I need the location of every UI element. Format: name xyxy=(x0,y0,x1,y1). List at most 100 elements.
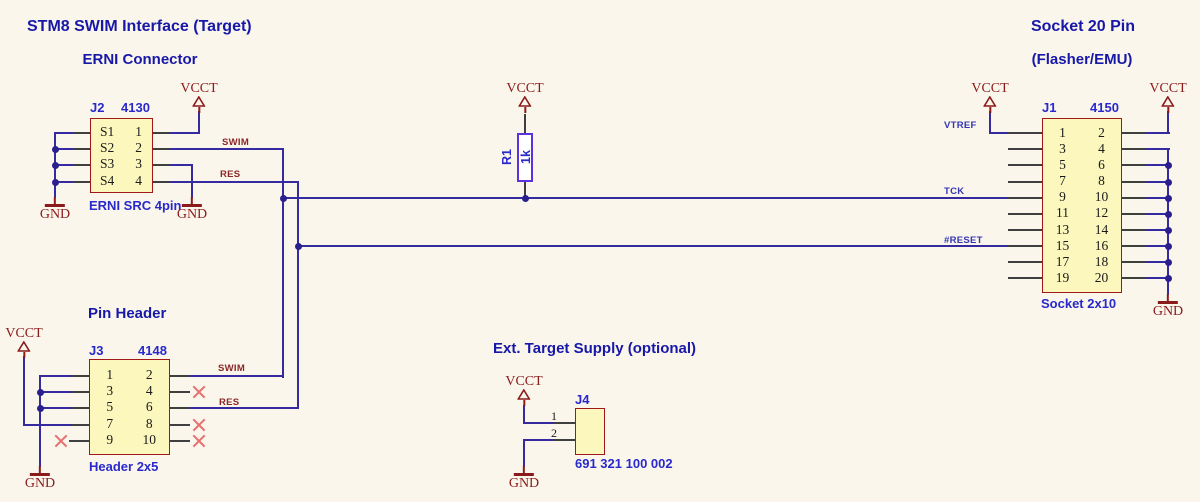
title-socket-line1: Socket 20 Pin xyxy=(1030,18,1136,35)
junction-dot xyxy=(1164,194,1172,202)
junction-dot xyxy=(36,388,44,396)
vcc-triangle-icon xyxy=(518,96,532,107)
pin-stub xyxy=(73,164,90,166)
pin-stub xyxy=(69,440,89,442)
pin-label: 13 xyxy=(1055,221,1070,237)
j3-footprint: Header 2x5 xyxy=(89,459,159,474)
pin-stub xyxy=(1122,181,1146,183)
wire-segment xyxy=(1146,132,1170,134)
wire-segment xyxy=(1167,111,1169,134)
vcc-triangle-icon xyxy=(1161,96,1175,107)
wire-segment xyxy=(524,422,553,424)
no-connect-icon xyxy=(192,385,206,399)
pin-label: S1 xyxy=(100,124,115,139)
wire-segment xyxy=(1146,164,1170,166)
vcc-triangle-icon xyxy=(17,341,31,352)
j4-order-number: 691 321 100 002 xyxy=(575,456,673,471)
pin-stub xyxy=(1122,245,1146,247)
pin-stub xyxy=(170,391,190,393)
pin-label: 9 xyxy=(1059,189,1066,205)
pin-label: S2 xyxy=(100,140,115,156)
connector-j4 xyxy=(575,408,605,455)
swim-net-wire xyxy=(190,375,284,377)
pin-stub xyxy=(1008,164,1042,166)
vcct-symbol: VCCT xyxy=(506,82,544,113)
wire-segment xyxy=(198,111,200,134)
junction-dot xyxy=(36,404,44,412)
junction-dot xyxy=(1164,161,1172,169)
junction-dot xyxy=(51,145,59,153)
pin-label: 5 xyxy=(1059,157,1066,173)
junction-dot xyxy=(1164,210,1172,218)
j2-value: 4130 xyxy=(121,100,150,115)
junction-dot xyxy=(51,178,59,186)
gnd-symbol: GND xyxy=(1153,294,1183,319)
pin-label: 12 xyxy=(1094,205,1109,221)
resistor-r1 xyxy=(517,133,533,182)
pin-stub xyxy=(1122,229,1146,231)
pin-stub xyxy=(553,439,575,441)
wire-segment xyxy=(170,132,200,134)
pin-label: 10 xyxy=(142,431,157,447)
wire-segment xyxy=(523,439,525,467)
pin-label: 2 xyxy=(551,426,557,440)
pin-stub xyxy=(1008,245,1042,247)
gnd-bus-wire xyxy=(1167,148,1169,295)
vcct-label: VCCT xyxy=(5,326,43,341)
pin-label: 3 xyxy=(106,383,114,399)
net-label-vtref: VTREF xyxy=(944,120,977,131)
pin-stub xyxy=(1008,229,1042,231)
pin-stub xyxy=(553,422,575,424)
vcct-label: VCCT xyxy=(1149,81,1187,96)
no-connect-icon xyxy=(54,434,68,448)
gnd-bar-icon xyxy=(514,473,534,476)
wire-segment xyxy=(23,356,25,426)
pin-label: 16 xyxy=(1094,237,1109,253)
gnd-label: GND xyxy=(508,475,540,491)
gnd-symbol: GND xyxy=(25,466,55,491)
res-net-wire xyxy=(170,181,298,183)
title-ext-supply: Ext. Target Supply (optional) xyxy=(493,340,697,357)
gnd-bar-icon xyxy=(45,204,65,207)
pin-label: 8 xyxy=(1098,173,1105,189)
pin-stub xyxy=(73,181,90,183)
gnd-label: GND xyxy=(1152,303,1184,319)
pin-label: 9 xyxy=(106,431,114,447)
pin-label: 6 xyxy=(1098,157,1105,173)
gnd-label: GND xyxy=(176,206,208,222)
junction-dot xyxy=(1164,258,1172,266)
pin-label: 4 xyxy=(1098,141,1105,157)
vcct-symbol: VCCT xyxy=(1149,81,1187,113)
pin-stub xyxy=(1122,132,1146,134)
j4-refdes: J4 xyxy=(575,392,590,407)
wire-segment xyxy=(989,111,991,134)
net-label-tck: TCK xyxy=(944,186,965,197)
pin-label: 7 xyxy=(1059,173,1066,189)
pin-stub xyxy=(170,375,190,377)
gnd-label: GND xyxy=(24,475,56,491)
title-socket-line2: (Flasher/EMU) xyxy=(1031,51,1133,68)
pin-stub xyxy=(170,424,190,426)
gnd-symbol: GND xyxy=(177,197,207,222)
wire-segment xyxy=(54,132,73,134)
junction-dot xyxy=(1164,274,1172,282)
vcct-symbol: VCCT xyxy=(505,375,543,406)
wire-segment xyxy=(1146,261,1170,263)
pin-label: 11 xyxy=(1056,205,1069,221)
vcct-label: VCCT xyxy=(971,81,1009,96)
wire-segment xyxy=(23,424,72,426)
pin-stub xyxy=(72,375,89,377)
pin-stub xyxy=(73,148,90,150)
wire-segment xyxy=(1146,229,1170,231)
vcc-triangle-icon xyxy=(192,96,206,107)
pin-label: 3 xyxy=(1059,141,1066,157)
j2-footprint: ERNI SRC 4pin xyxy=(89,198,182,213)
pin-stub xyxy=(1008,148,1042,150)
wire-segment xyxy=(54,164,73,166)
pin-label: 14 xyxy=(1094,221,1109,237)
gnd-symbol: GND xyxy=(509,466,539,491)
j1-value: 4150 xyxy=(1090,100,1119,115)
